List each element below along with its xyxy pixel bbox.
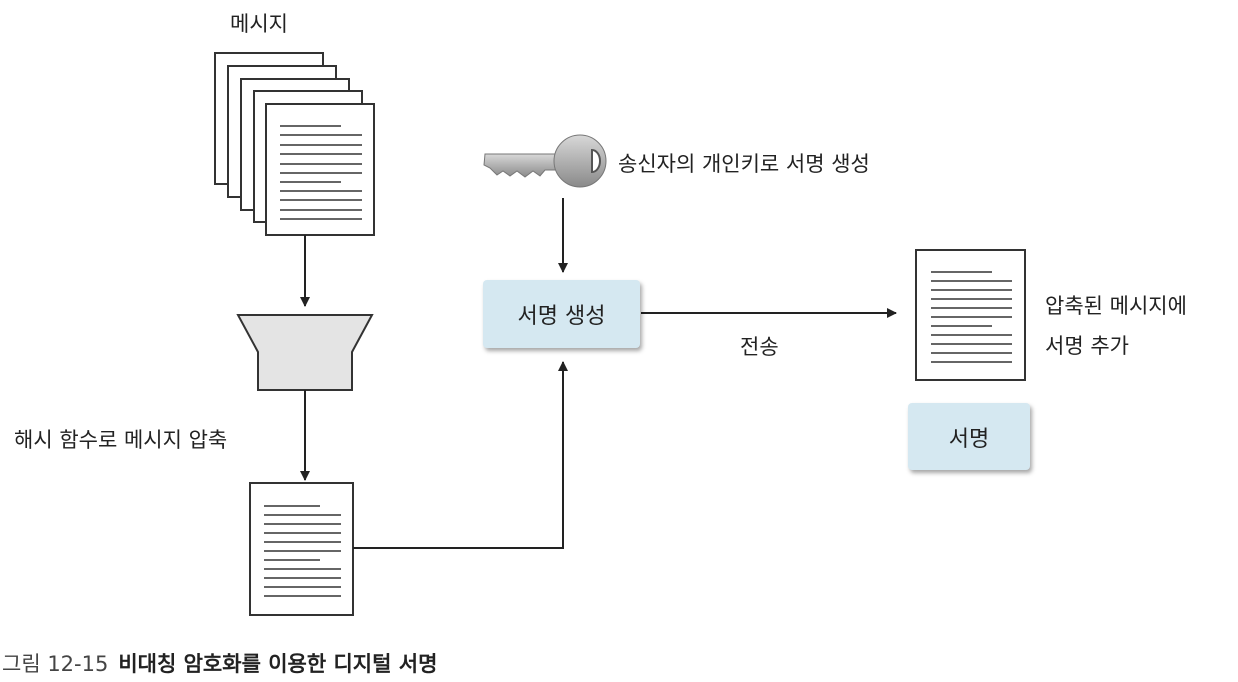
figure-caption: 그림 12-15 비대칭 암호화를 이용한 디지털 서명	[2, 648, 437, 678]
signature-label: 서명	[948, 426, 990, 452]
sign-generation-box: 서명 생성	[483, 280, 640, 348]
caption-number: 그림 12-15	[2, 652, 109, 676]
hash-step-label: 해시 함수로 메시지 압축	[14, 428, 228, 452]
signed-document-icon	[915, 249, 1026, 381]
digest-document-icon	[249, 482, 354, 616]
private-key-icon	[483, 134, 607, 188]
messages-label: 메시지	[230, 12, 288, 36]
result-label-line1: 압축된 메시지에	[1045, 294, 1187, 318]
hash-funnel-icon	[236, 314, 374, 391]
message-stack-icon	[214, 52, 375, 236]
transmit-label: 전송	[740, 335, 779, 359]
result-label-line2: 서명 추가	[1045, 334, 1129, 358]
sign-generation-label: 서명 생성	[517, 304, 606, 329]
private-key-label: 송신자의 개인키로 서명 생성	[618, 152, 870, 176]
arrow-digest-to-sign	[353, 361, 568, 549]
caption-title: 비대칭 암호화를 이용한 디지털 서명	[118, 652, 438, 676]
signature-box: 서명	[908, 403, 1030, 470]
